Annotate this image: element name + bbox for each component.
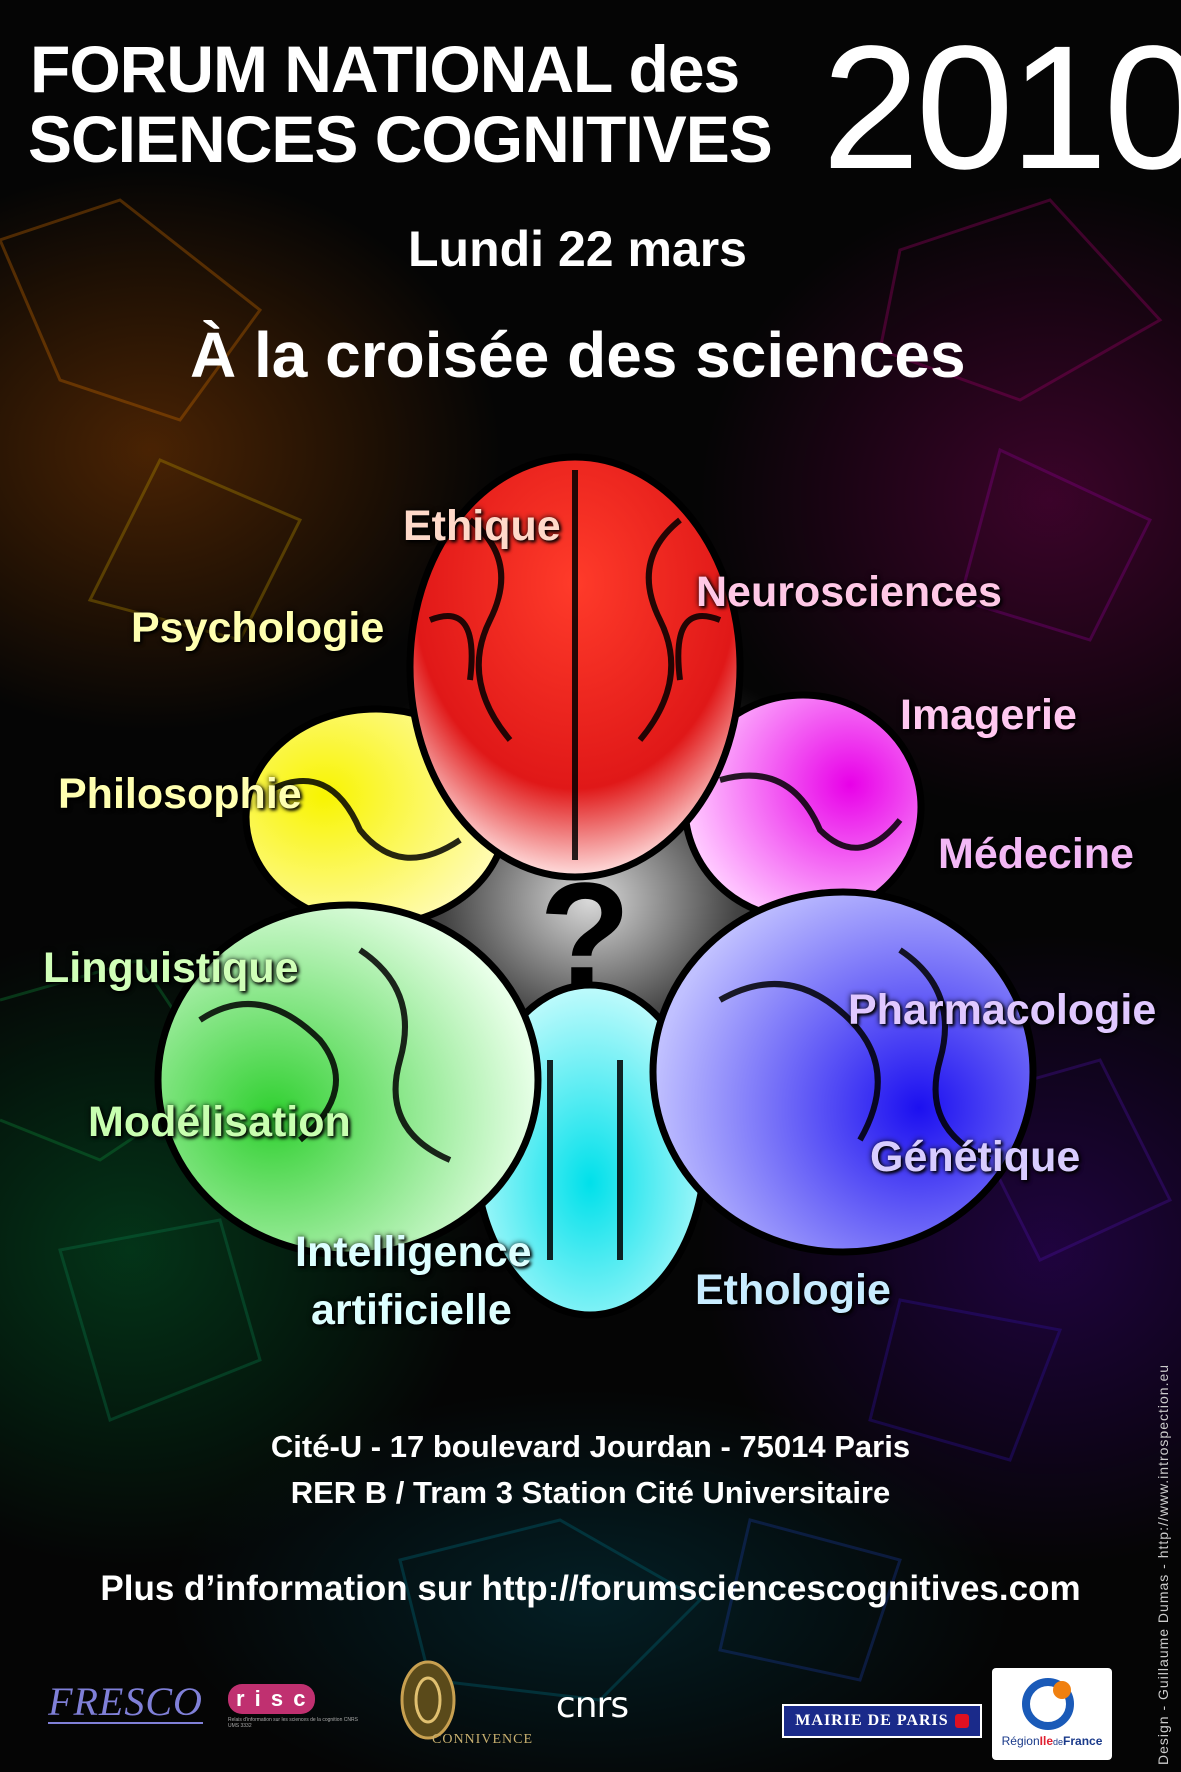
venue-address: Cité-U - 17 boulevard Jourdan - 75014 Pa… bbox=[270, 1429, 911, 1464]
tagline: À la croisée des sciences bbox=[190, 319, 966, 391]
label-linguistique: Linguistique bbox=[43, 944, 299, 992]
label-imagerie: Imagerie bbox=[900, 691, 1077, 739]
cnrs-text: cnrs bbox=[555, 1684, 629, 1726]
label-philosophie: Philosophie bbox=[58, 770, 302, 818]
logo-mairie-de-paris: MAIRIE DE PARIS bbox=[782, 1704, 982, 1738]
connivence-text: CONNIVENCE bbox=[432, 1732, 533, 1747]
logo-fresco: FRESCO bbox=[38, 1678, 213, 1728]
connivence-emblem-icon bbox=[400, 1660, 456, 1740]
event-date: Lundi 22 mars bbox=[408, 221, 747, 277]
design-credit: Design - Guillaume Dumas - http://www.in… bbox=[1155, 1363, 1171, 1765]
label-modelisation: Modélisation bbox=[88, 1098, 351, 1146]
region-emblem-icon bbox=[1022, 1678, 1074, 1730]
label-psychologie: Psychologie bbox=[131, 604, 385, 652]
logo-region-ile-de-france: RégionIledeFrance bbox=[992, 1668, 1112, 1760]
region-text: RégionIledeFrance bbox=[1001, 1734, 1103, 1748]
brain-green bbox=[154, 901, 542, 1259]
more-info-link[interactable]: Plus d’information sur http://forumscien… bbox=[100, 1569, 1081, 1608]
question-mark: ? bbox=[539, 851, 631, 1019]
mairie-text: MAIRIE DE PARIS bbox=[795, 1712, 949, 1729]
logo-connivence: CONNIVENCE bbox=[398, 1660, 533, 1755]
label-ethologie: Ethologie bbox=[695, 1266, 891, 1314]
title-line-2: SCIENCES COGNITIVES bbox=[28, 102, 773, 176]
brain-blue bbox=[649, 888, 1037, 1256]
label-neurosciences: Neurosciences bbox=[696, 568, 1002, 616]
risc-subtitle: Relais d'information sur les sciences de… bbox=[228, 1717, 358, 1729]
label-medecine: Médecine bbox=[938, 830, 1134, 878]
fresco-text: FRESCO bbox=[48, 1679, 203, 1724]
logo-cnrs: cnrs bbox=[552, 1680, 632, 1730]
label-artificielle: artificielle bbox=[311, 1286, 512, 1334]
label-genetique: Génétique bbox=[870, 1133, 1081, 1181]
venue-transit: RER B / Tram 3 Station Cité Universitair… bbox=[290, 1475, 891, 1510]
title-line-1: FORUM NATIONAL des bbox=[30, 32, 740, 106]
title-year: 2010 bbox=[822, 10, 1181, 206]
label-intelligence: Intelligence bbox=[295, 1228, 532, 1276]
label-pharmacologie: Pharmacologie bbox=[848, 986, 1157, 1034]
risc-text: r i s c bbox=[228, 1684, 316, 1714]
logo-risc: r i s c Relais d'information sur les sci… bbox=[228, 1684, 358, 1734]
label-ethique: Ethique bbox=[403, 502, 561, 550]
mairie-flag-icon bbox=[954, 1714, 969, 1728]
